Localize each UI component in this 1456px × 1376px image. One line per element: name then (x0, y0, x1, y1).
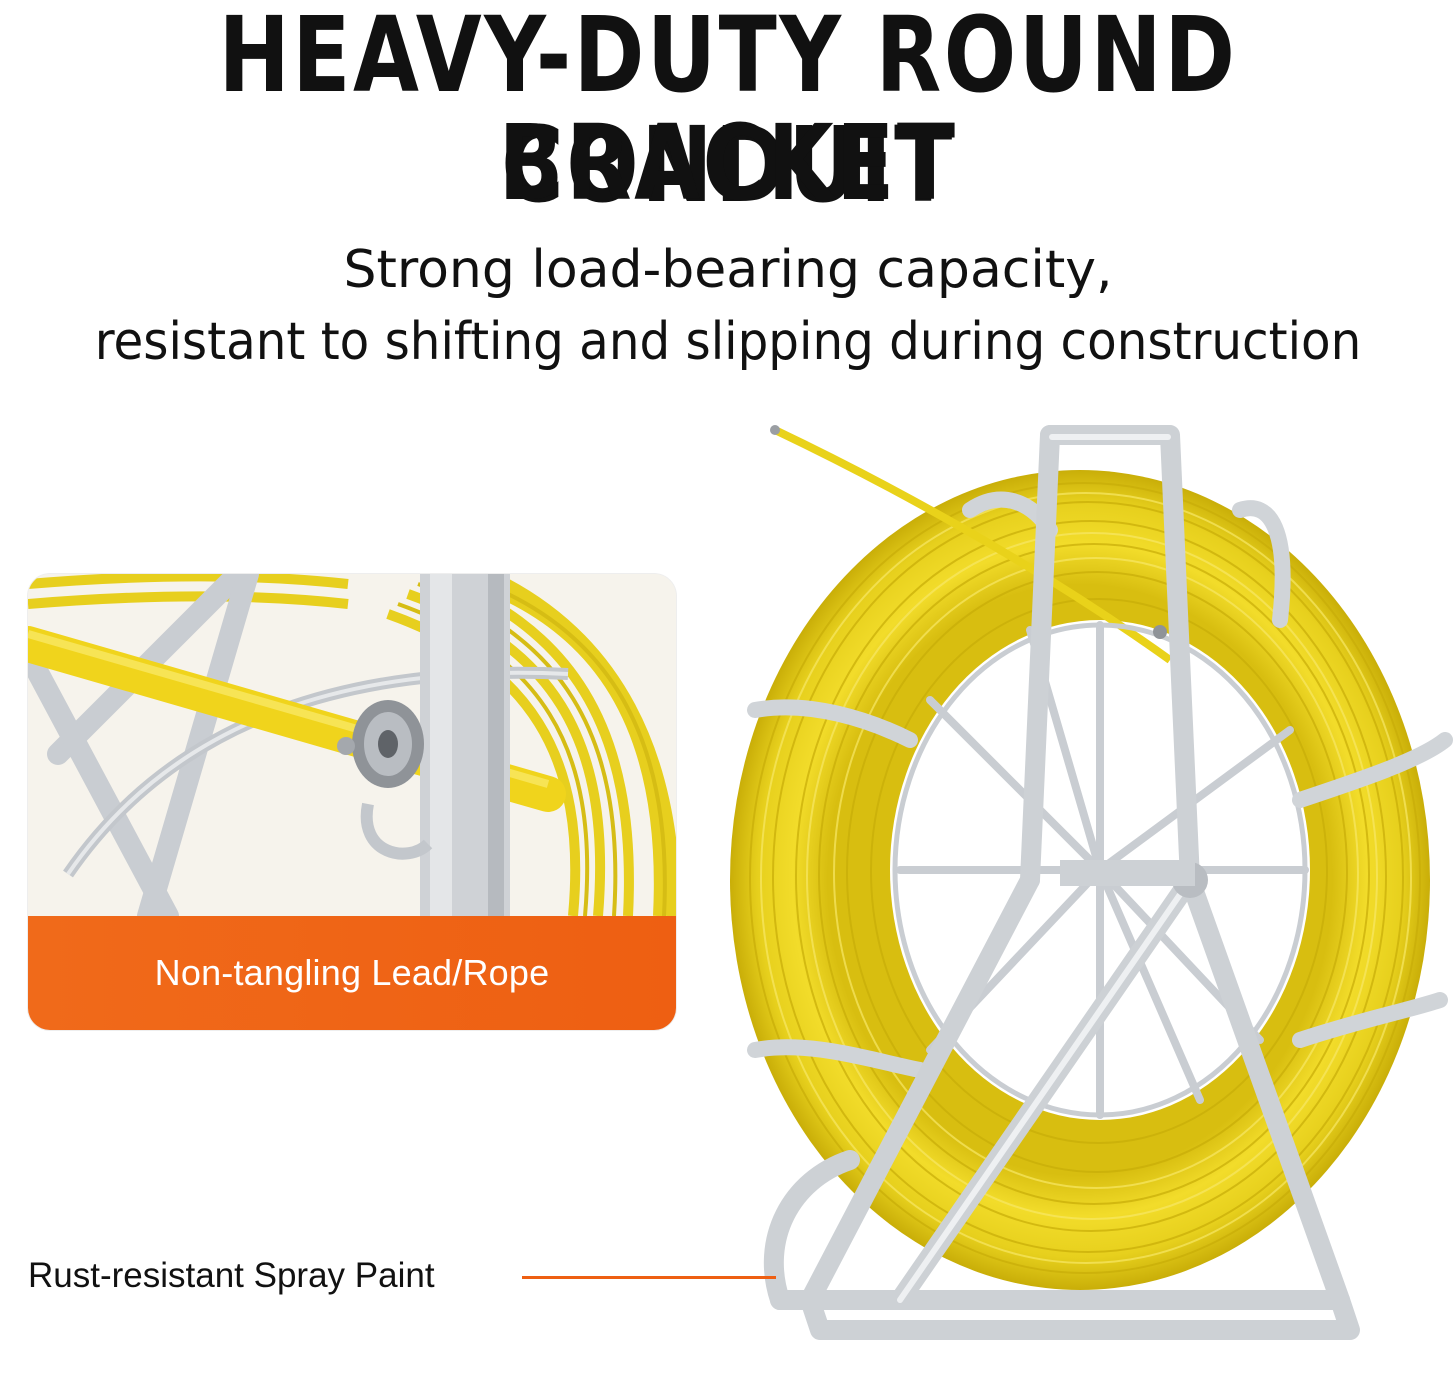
conduit-reel-image (730, 425, 1453, 1340)
detail-closeup-image (28, 574, 676, 916)
subtitle-line-1: Strong load-bearing capacity, (343, 240, 1113, 300)
inset-caption: Non-tangling Lead/Rope (154, 952, 550, 993)
headline-line-2: BRACKET (498, 102, 958, 224)
spray-paint-callout-label: Rust-resistant Spray Paint (28, 1256, 435, 1295)
inset-caption-banner: Non-tangling Lead/Rope (28, 916, 676, 1030)
subtitle-line-2: resistant to shifting and slipping durin… (94, 312, 1362, 372)
headline-line-1: HEAVY-DUTY ROUND CONDUIT (218, 0, 1238, 226)
detail-inset-card: Non-tangling Lead/Rope (28, 574, 676, 1030)
spray-paint-callout-line (522, 1276, 776, 1279)
